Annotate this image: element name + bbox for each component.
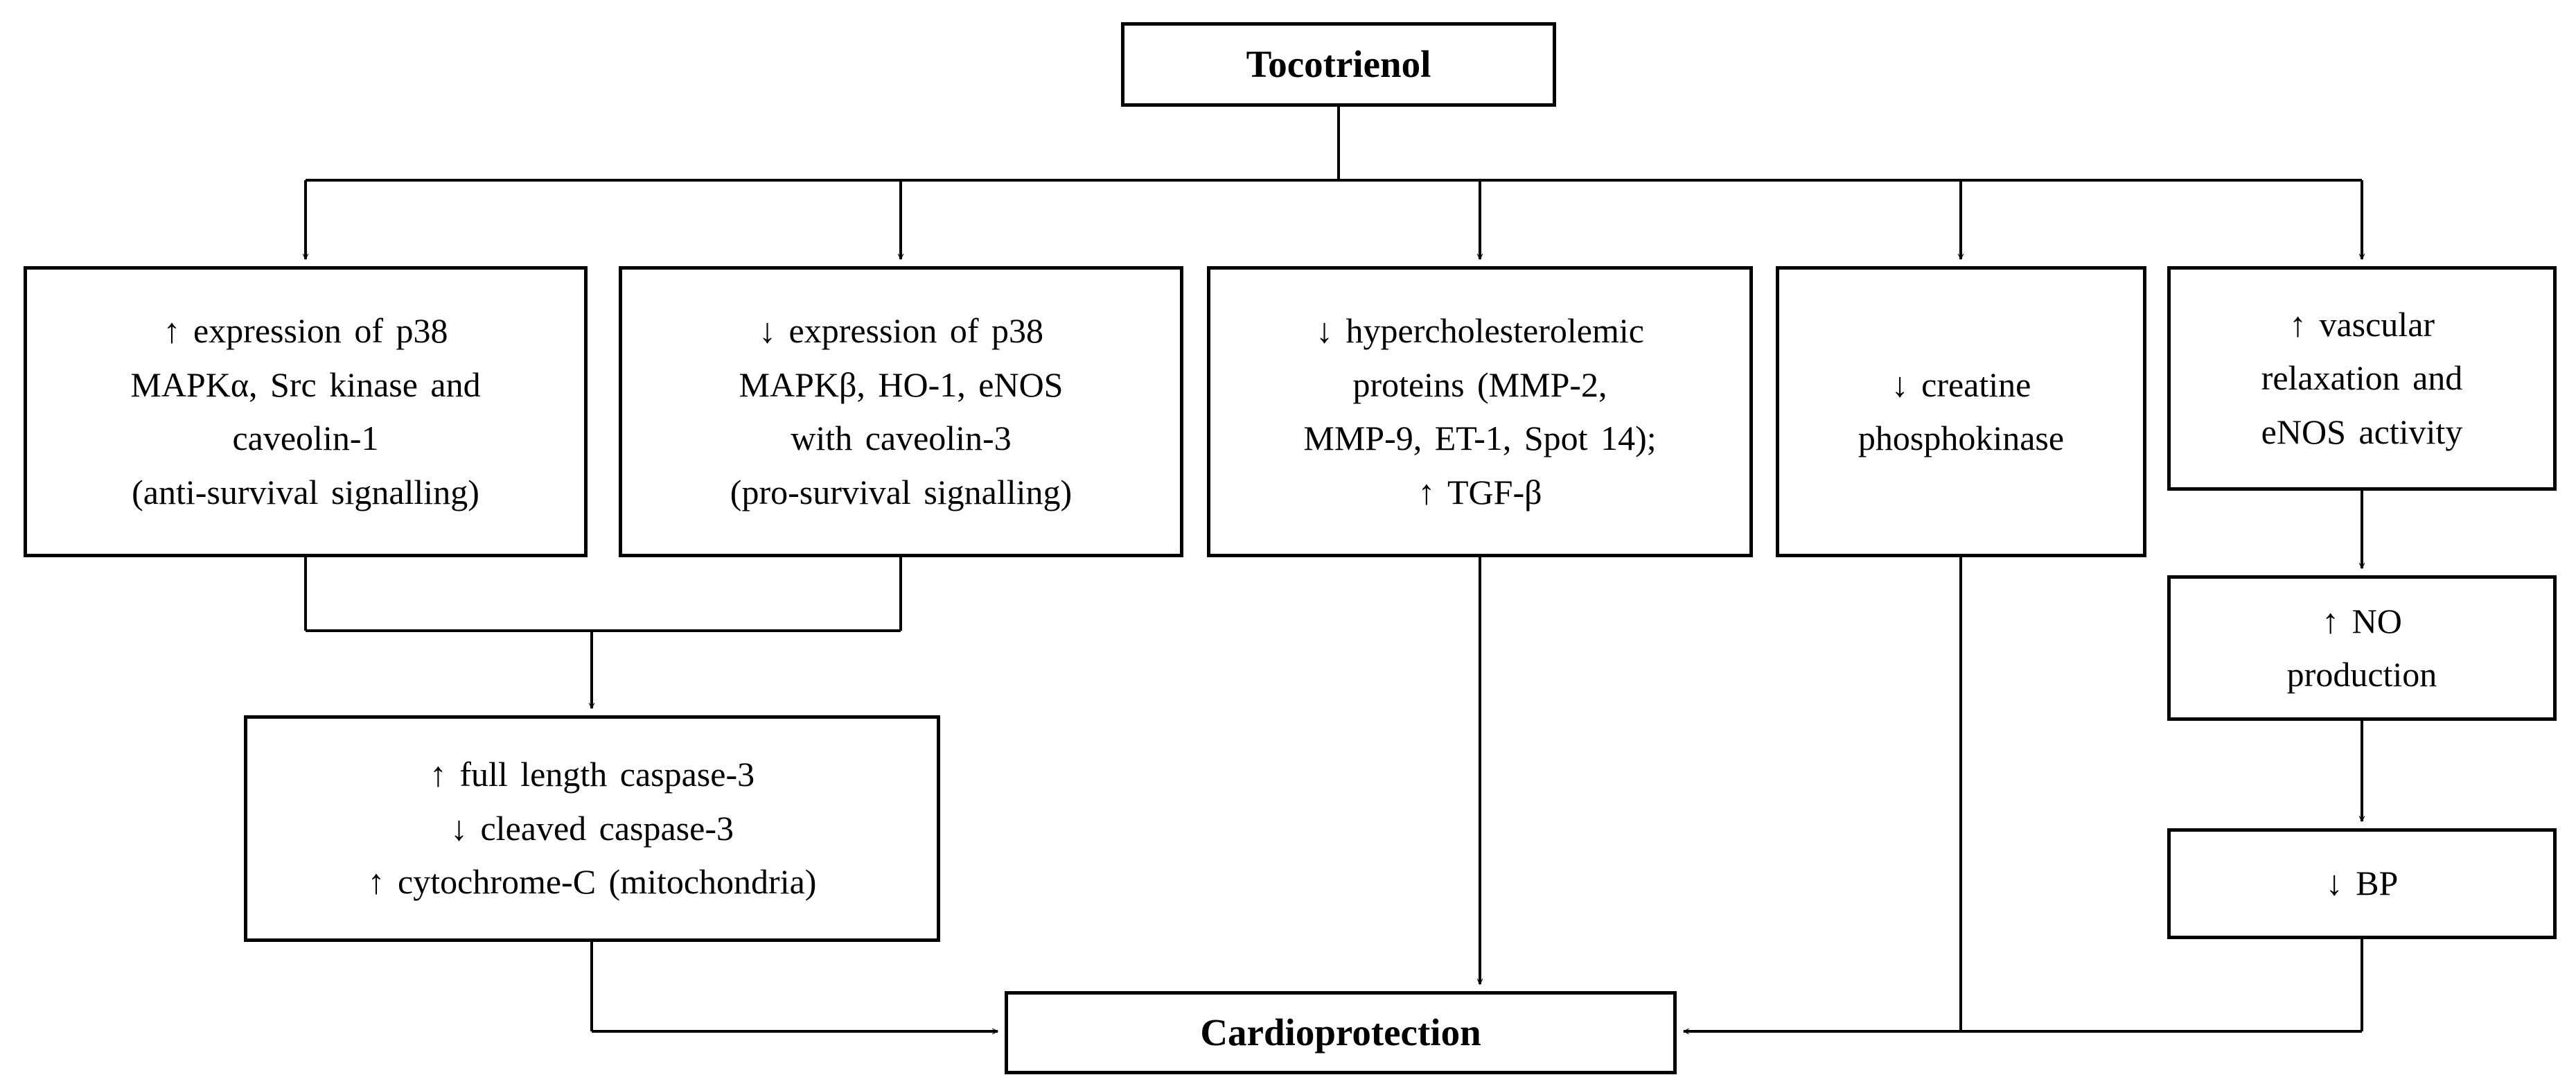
node-cardioprotection-label: Cardioprotection bbox=[1200, 1011, 1481, 1054]
node-tocotrienol: Tocotrienol bbox=[1121, 22, 1556, 107]
node-bp: ↓ BP bbox=[2167, 828, 2557, 939]
node-caspase-label: ↑ full length caspase-3↓ cleaved caspase… bbox=[367, 755, 817, 902]
node-tocotrienol-label: Tocotrienol bbox=[1246, 43, 1431, 86]
node-caspase: ↑ full length caspase-3↓ cleaved caspase… bbox=[244, 715, 940, 942]
node-cardioprotection: Cardioprotection bbox=[1005, 991, 1677, 1074]
node-bp-label: ↓ BP bbox=[2325, 864, 2399, 903]
